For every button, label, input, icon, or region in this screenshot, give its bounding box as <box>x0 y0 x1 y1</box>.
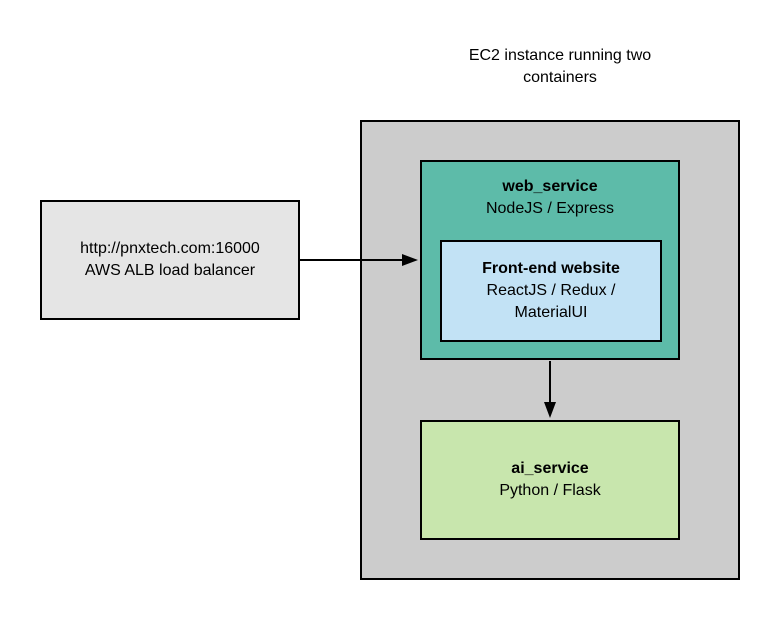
ec2-instance-title: EC2 instance running two containers <box>420 45 700 89</box>
ai-service-title: ai_service <box>511 460 589 477</box>
frontend-title: Front-end website <box>482 260 620 277</box>
ec2-title-line2: containers <box>523 69 597 86</box>
web-service-title: web_service <box>502 178 598 195</box>
frontend-website-box: Front-end website ReactJS / Redux / Mate… <box>440 240 662 342</box>
ec2-title-line1: EC2 instance running two <box>468 47 652 64</box>
frontend-line2: MaterialUI <box>514 304 588 321</box>
alb-url-text: http://pnxtech.com:16000 <box>80 240 260 257</box>
frontend-line1: ReactJS / Redux / <box>486 282 616 299</box>
web-service-header: web_service NodeJS / Express <box>422 176 678 220</box>
web-service-box: web_service NodeJS / Express Front-end w… <box>420 160 680 360</box>
alb-label-text: AWS ALB load balancer <box>84 262 256 279</box>
web-service-subtitle: NodeJS / Express <box>485 200 615 217</box>
alb-load-balancer-box: http://pnxtech.com:16000 AWS ALB load ba… <box>40 200 300 320</box>
ai-service-subtitle: Python / Flask <box>499 482 601 499</box>
ai-service-box: ai_service Python / Flask <box>420 420 680 540</box>
